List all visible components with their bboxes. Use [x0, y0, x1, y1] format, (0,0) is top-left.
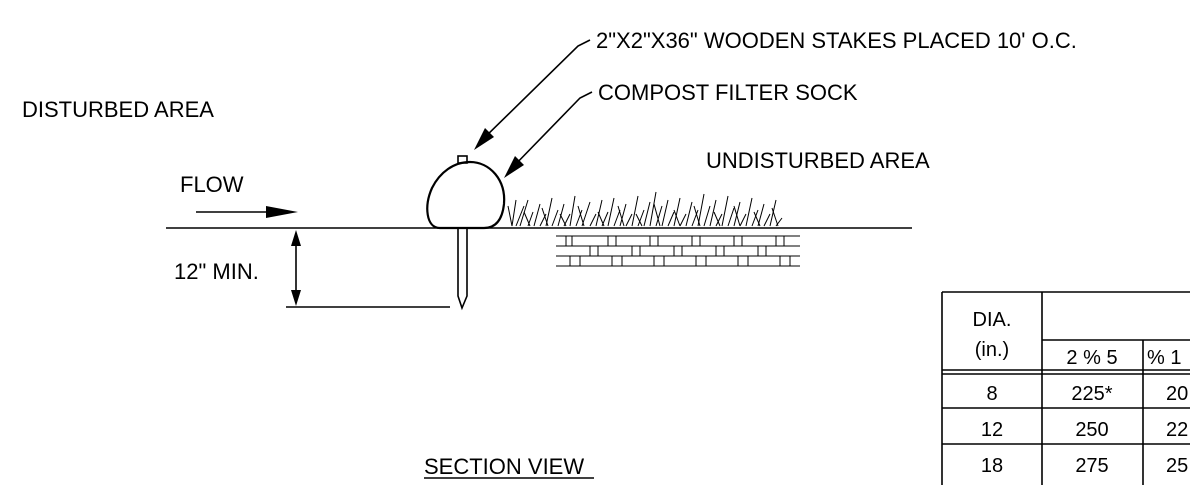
sock-leader [504, 91, 593, 178]
stakes-label: 2"X2"X36" WOODEN STAKES PLACED 10' O.C. [596, 28, 1077, 53]
table-header-dia: DIA. [973, 309, 1012, 331]
table-subheader-2: % 1 [1147, 347, 1181, 369]
sock-label: COMPOST FILTER SOCK [598, 80, 858, 105]
compost-filter-sock [426, 160, 506, 230]
flow-arrow [196, 206, 298, 218]
stake-leader [474, 39, 591, 150]
table-cell: 12 [981, 419, 1003, 441]
depth-label: 12" MIN. [174, 259, 259, 284]
wooden-stake [457, 155, 468, 311]
table-cell: 225* [1071, 383, 1112, 405]
table-cell: 275 [1075, 455, 1108, 477]
table-cell: 25 [1166, 455, 1188, 477]
table-subheader-1: 2 % 5 [1066, 347, 1117, 369]
soil-hatch [556, 235, 800, 267]
table-header-unit: (in.) [975, 339, 1009, 361]
table-cell: 18 [981, 455, 1003, 477]
section-view-title: SECTION VIEW [424, 454, 584, 479]
vegetation [507, 191, 783, 227]
undisturbed-area-label: UNDISTURBED AREA [706, 148, 930, 173]
depth-dimension [286, 230, 450, 308]
table-cell: 20 [1166, 383, 1188, 405]
sizing-table: DIA. (in.) 2 % 5 % 1 8 225* 20 12 250 22… [941, 291, 1190, 485]
table-cell: 250 [1075, 419, 1108, 441]
disturbed-area-label: DISTURBED AREA [22, 97, 214, 122]
table-cell: 8 [986, 383, 997, 405]
table-cell: 22 [1166, 419, 1188, 441]
flow-label: FLOW [180, 172, 244, 197]
